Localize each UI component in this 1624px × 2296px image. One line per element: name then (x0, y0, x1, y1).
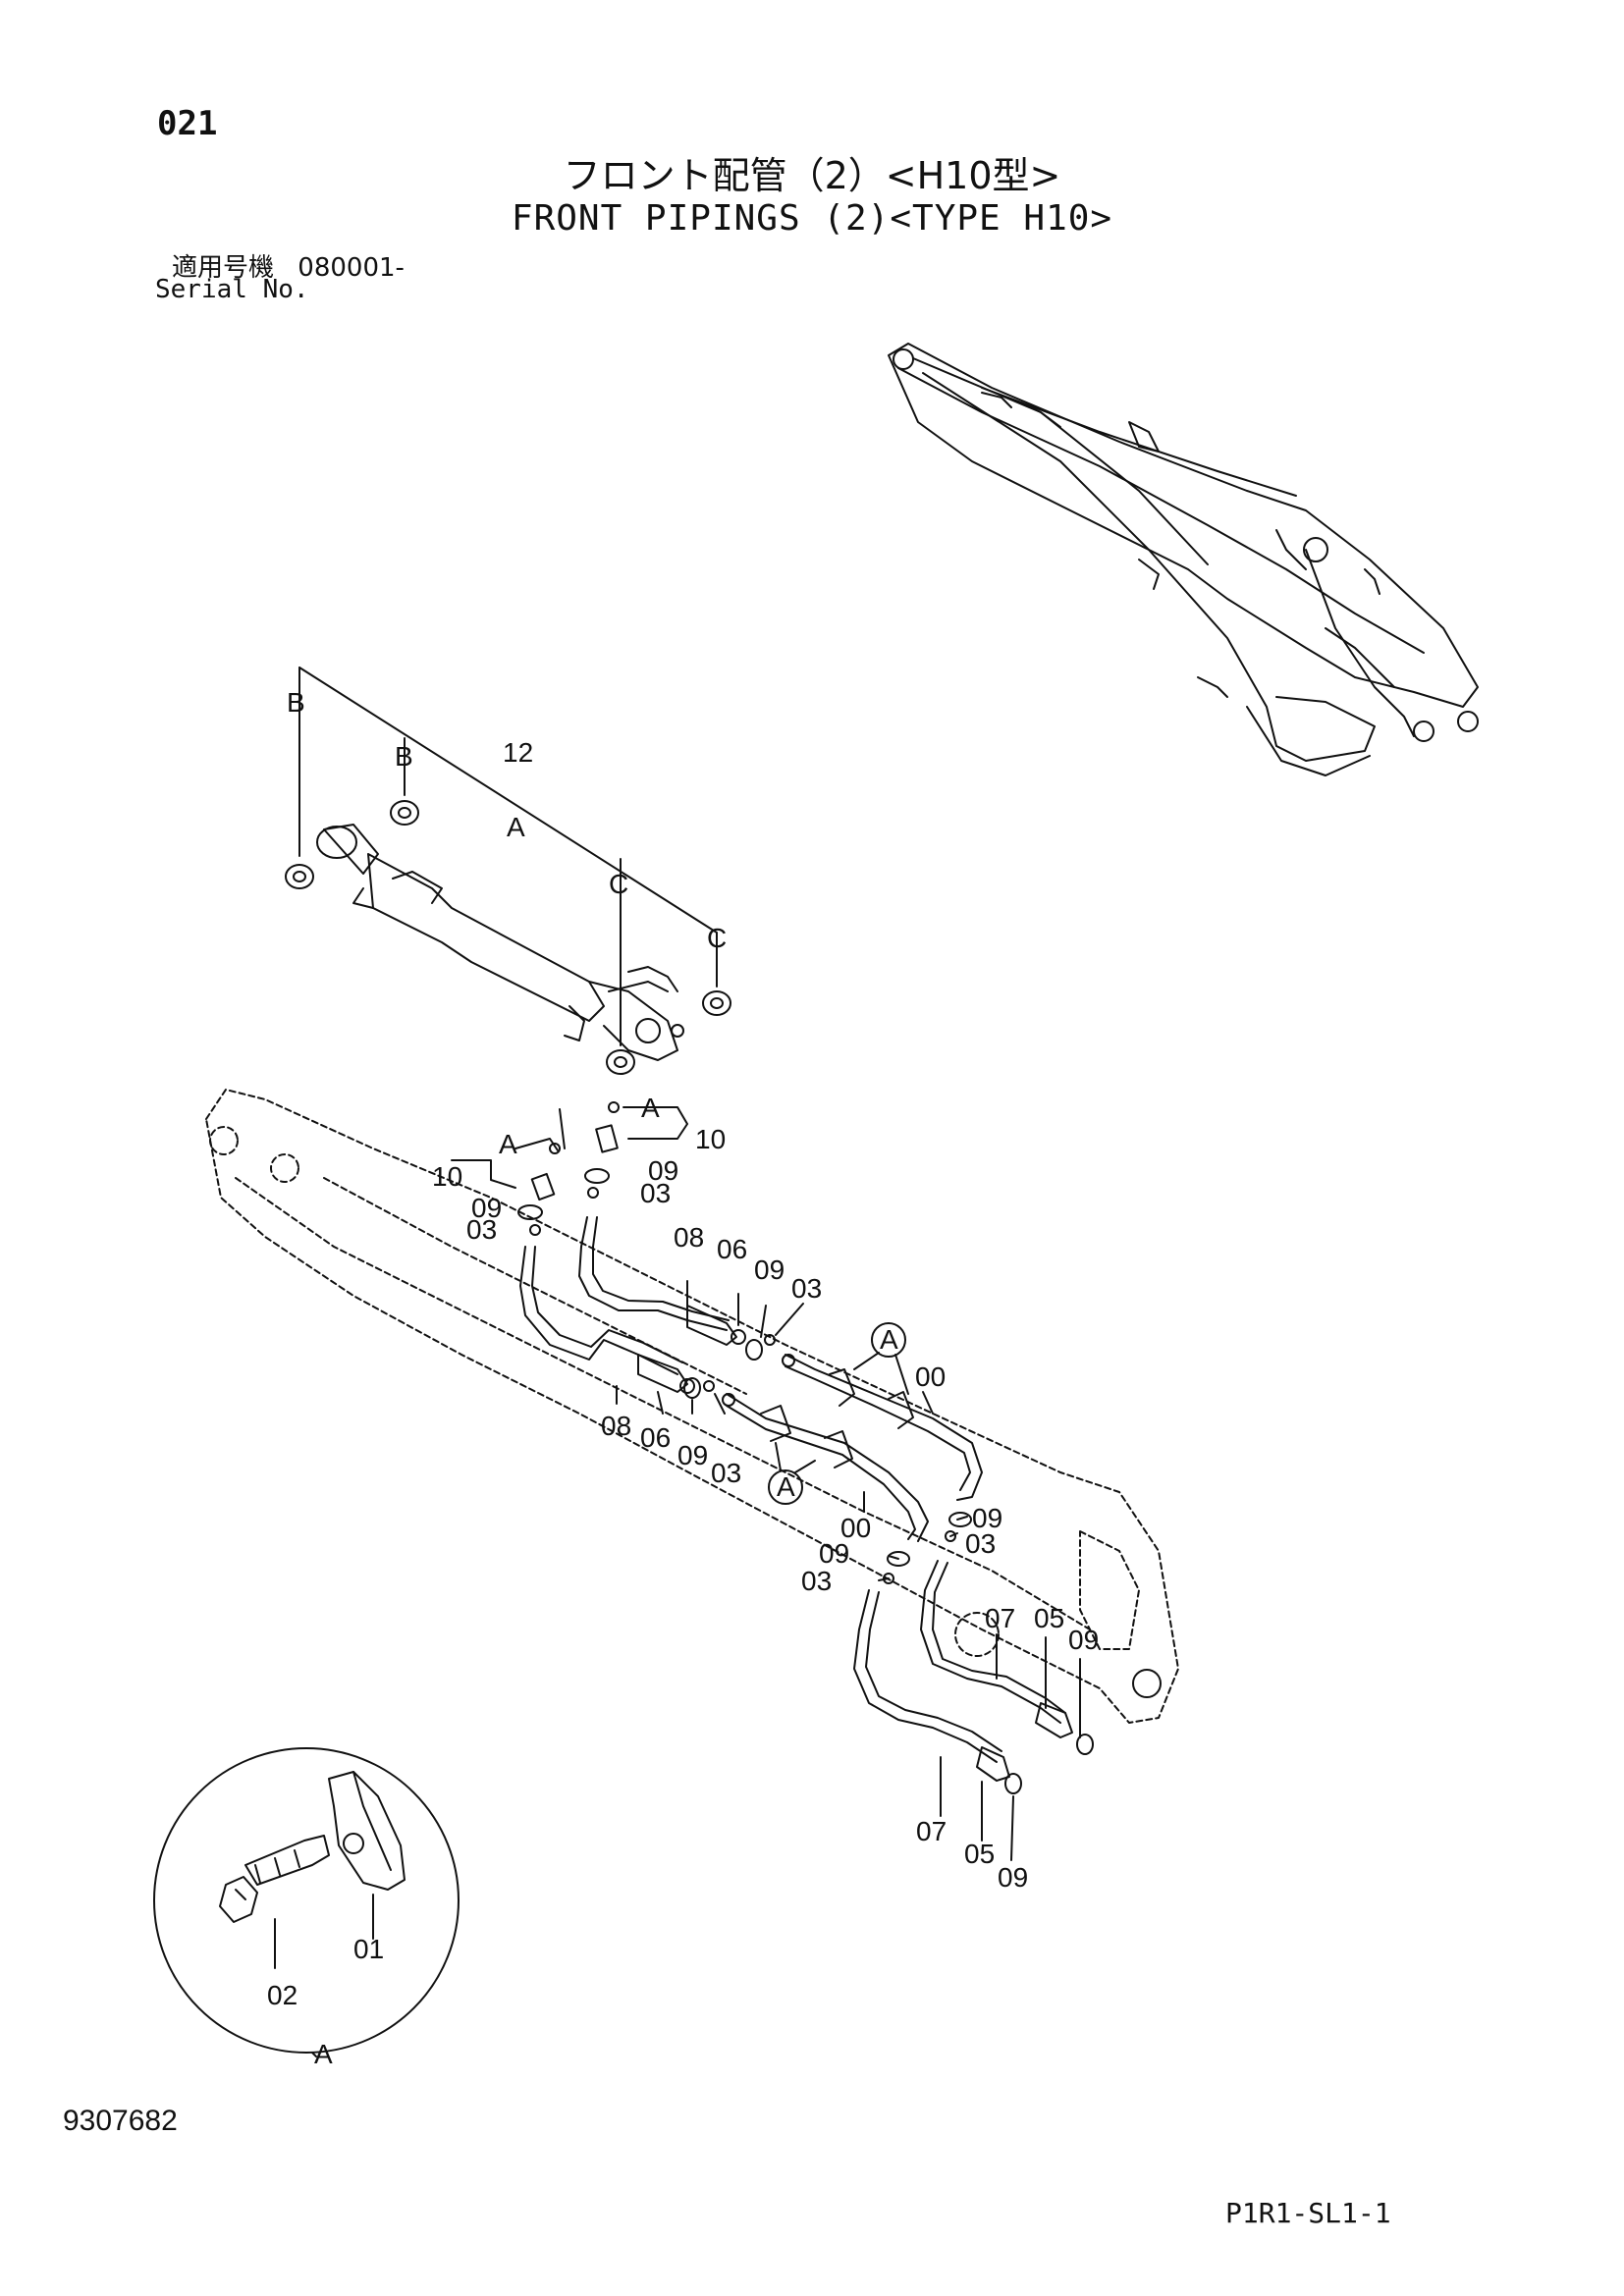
label-08-upper: 08 (674, 1222, 704, 1253)
label-09-mid-upper: 09 (754, 1255, 785, 1285)
label-10-left: 10 (432, 1161, 462, 1192)
hose-07-lower (853, 1589, 998, 1763)
washer-09-right (584, 1168, 610, 1184)
label-07-lower: 07 (916, 1816, 947, 1846)
label-09-left: 09 (471, 1193, 502, 1223)
serial-value: 080001- (298, 253, 405, 283)
page-title-japanese: フロント配管（2）<H10型> (563, 154, 1061, 197)
label-05-lower: 05 (964, 1839, 995, 1869)
label-10-right: 10 (695, 1124, 726, 1154)
excavator-arm-overview (888, 343, 1479, 776)
label-b-right: B (395, 741, 413, 772)
bushing-c-left (606, 1049, 635, 1075)
label-b-left: B (287, 687, 305, 718)
oring-03-right-upper (945, 1530, 956, 1542)
label-03-left: 03 (466, 1214, 497, 1245)
label-00-lower: 00 (840, 1513, 871, 1543)
label-07-upper: 07 (985, 1603, 1015, 1633)
detail-view-a (153, 1747, 460, 2057)
label-a-top: A (507, 812, 525, 842)
hose-07-upper (920, 1560, 1061, 1724)
document-number: 9307682 (63, 2105, 178, 2137)
washer-09-mid-upper (745, 1339, 763, 1361)
oring-03-right (587, 1187, 599, 1199)
washer-09-right-upper (948, 1512, 972, 1527)
label-a-circle-lower: A (777, 1471, 795, 1502)
bushing-c-right (702, 990, 731, 1016)
label-03-mid-lower: 03 (711, 1458, 741, 1488)
label-09-bottom: 09 (998, 1862, 1028, 1893)
serial-label-japanese: 適用号機 080001- (172, 247, 405, 284)
callout-circle-a-upper (871, 1322, 906, 1358)
boom-foot-pin (209, 1126, 239, 1155)
callout-labels: B B 12 A C C A A 10 10 09 09 03 03 08 06… (267, 687, 1099, 2069)
pipe-00-upper (785, 1354, 983, 1501)
serial-label-ja-text: 適用号機 (172, 253, 275, 283)
sheet-code: P1R1-SL1-1 (1225, 2197, 1391, 2229)
oring-03-mid-upper (764, 1334, 776, 1346)
label-09-far-right: 09 (1068, 1625, 1099, 1655)
washer-09-mid-lower (683, 1377, 701, 1399)
label-a-right: A (641, 1093, 660, 1123)
label-01-detail: 01 (353, 1934, 384, 1964)
label-c-left: C (609, 869, 628, 899)
hose-08-upper (578, 1216, 728, 1331)
oring-03-left (529, 1224, 541, 1236)
label-c-right: C (707, 923, 727, 953)
washer-09-bottom (1004, 1773, 1022, 1794)
label-09-right-lower: 09 (819, 1538, 849, 1569)
bushing-b-right (390, 800, 419, 826)
label-03-right-upper: 03 (965, 1528, 996, 1559)
label-09-right: 09 (648, 1155, 678, 1186)
label-03-mid-upper: 03 (791, 1273, 822, 1304)
serial-label-english: Serial No. (155, 275, 309, 304)
label-00-upper: 00 (915, 1362, 946, 1392)
washer-09-far-right (1076, 1734, 1094, 1755)
oring-03-mid-lower (703, 1380, 715, 1392)
fitting-10-left (530, 1172, 556, 1201)
label-03-right: 03 (640, 1178, 671, 1208)
label-detail-a: A (314, 2039, 333, 2069)
label-03-right-lower: 03 (801, 1566, 832, 1596)
leader-a-left (514, 1138, 559, 1151)
label-09-right-upper: 09 (972, 1503, 1002, 1533)
hose-08-lower (519, 1246, 678, 1375)
washer-09-right-lower (887, 1551, 910, 1567)
label-a-circle-upper: A (880, 1324, 898, 1355)
label-06-upper: 06 (717, 1234, 747, 1264)
label-a-left: A (499, 1129, 517, 1159)
page-number: 021 (157, 104, 218, 143)
boom-end-pin (1132, 1669, 1162, 1698)
callout-circle-a-lower (768, 1469, 803, 1505)
boom-boss (954, 1612, 1000, 1657)
label-09-mid-lower: 09 (677, 1440, 708, 1470)
label-06-lower: 06 (640, 1422, 671, 1453)
bushing-b-left (285, 864, 314, 889)
page-title-english: FRONT PIPINGS (2)<TYPE H10> (511, 198, 1113, 239)
fitting-10-right (595, 1124, 619, 1153)
label-05-upper: 05 (1034, 1603, 1064, 1633)
label-12: 12 (503, 737, 533, 768)
washer-09-left (517, 1204, 543, 1220)
label-02-detail: 02 (267, 1980, 298, 2010)
boom-pin-hole (270, 1153, 299, 1183)
cylinder-assembly (316, 824, 684, 1061)
pipe-00-lower (726, 1393, 929, 1542)
label-08-lower: 08 (601, 1411, 631, 1441)
